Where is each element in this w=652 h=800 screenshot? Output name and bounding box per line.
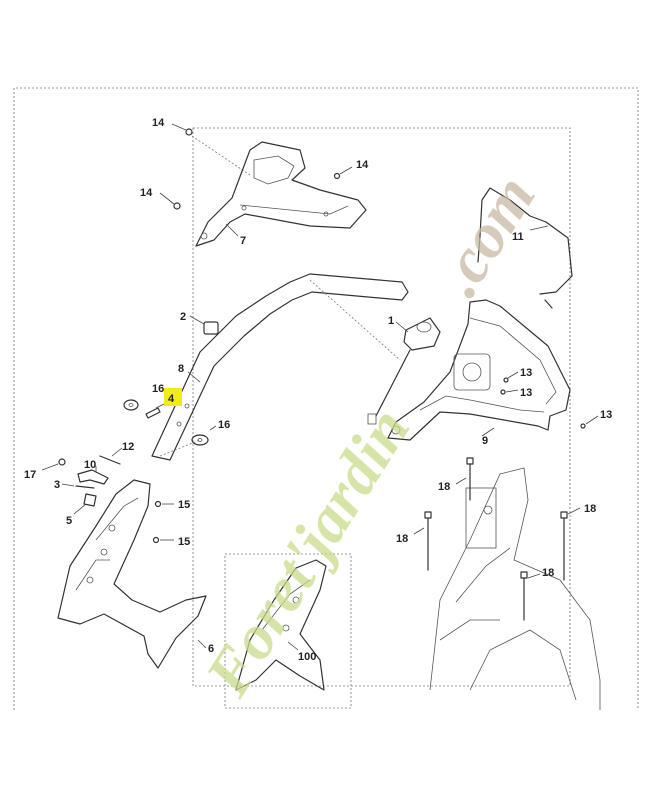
washer-16-right (191, 425, 217, 446)
label-16-left: 16 (152, 383, 164, 395)
label-100: 100 (298, 651, 316, 663)
cover-part-7 (195, 141, 367, 247)
label-16-right: 16 (218, 419, 230, 431)
chassis-assembly (429, 467, 601, 710)
knob-part-5 (73, 493, 97, 515)
screw-14-mid (333, 166, 353, 180)
washer-16-left (123, 399, 139, 411)
screw-14-left (159, 192, 181, 210)
label-4: 4 (168, 393, 175, 405)
label-17: 17 (24, 469, 36, 481)
bolt-18-d (520, 571, 541, 621)
label-8: 8 (178, 363, 184, 375)
label-13-b: 13 (520, 387, 532, 399)
label-5: 5 (66, 515, 72, 527)
bolt-part-4 (145, 403, 165, 419)
handle-part-9 (387, 299, 571, 441)
frame-part-6 (57, 479, 207, 669)
label-18-a: 18 (438, 481, 450, 493)
inner-frame (192, 127, 571, 687)
label-13-a: 13 (520, 367, 532, 379)
label-9: 9 (482, 435, 488, 447)
label-7: 7 (240, 235, 246, 247)
screw-13-c (580, 415, 599, 429)
label-1: 1 (388, 315, 394, 327)
pin-part-12 (99, 447, 123, 465)
screw-15-b (152, 536, 174, 544)
watermark-tail: .com (422, 163, 549, 308)
label-10: 10 (84, 459, 96, 471)
label-18-b: 18 (396, 533, 408, 545)
cap-part-2 (189, 315, 219, 335)
label-6: 6 (208, 643, 214, 655)
label-11: 11 (512, 231, 524, 243)
handle-part-8 (151, 273, 409, 461)
control-part-1 (367, 317, 441, 425)
pin-part-17 (41, 458, 66, 471)
clip-part-3 (61, 483, 95, 489)
bolt-18-b (413, 511, 432, 571)
highlight-box-part-4 (164, 388, 182, 406)
label-15-a: 15 (178, 499, 190, 511)
label-14-left: 14 (140, 187, 153, 199)
label-14-top: 14 (152, 117, 165, 129)
label-15-b: 15 (178, 536, 190, 548)
screw-14-top (171, 123, 251, 176)
lever-part-10 (77, 466, 109, 485)
kit-part-100 (224, 553, 352, 709)
cable-part-11 (477, 187, 573, 309)
label-3: 3 (54, 479, 60, 491)
label-2: 2 (180, 311, 186, 323)
label-12: 12 (122, 441, 134, 453)
label-14-mid: 14 (356, 159, 369, 171)
bolt-18-a (455, 457, 474, 501)
outer-frame (13, 87, 639, 710)
label-18-d: 18 (542, 567, 554, 579)
label-13-c: 13 (600, 409, 612, 421)
label-18-c: 18 (584, 503, 596, 515)
bolt-18-c (560, 507, 581, 581)
screw-15-a (154, 500, 174, 508)
screw-13-a (503, 371, 519, 383)
screw-13-b (500, 389, 519, 395)
